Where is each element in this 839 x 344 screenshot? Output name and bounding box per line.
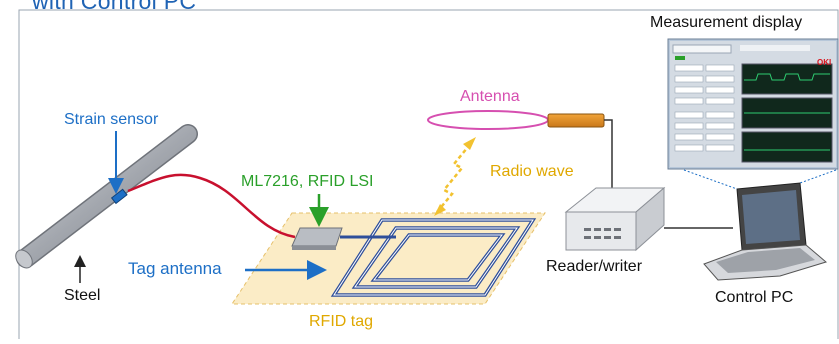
radio-wave bbox=[436, 141, 473, 213]
section-heading: with Control PC bbox=[32, 0, 197, 14]
ml7216-label: ML7216, RFID LSI bbox=[241, 173, 374, 190]
sensor-cable bbox=[127, 173, 296, 239]
antenna-connector bbox=[547, 113, 605, 128]
reader-writer-device bbox=[564, 186, 666, 252]
reader-writer-label: Reader/writer bbox=[546, 258, 643, 275]
control-pc-label: Control PC bbox=[715, 289, 794, 306]
strain-sensor-label: Strain sensor bbox=[64, 111, 159, 128]
zoom-line-left bbox=[683, 169, 738, 190]
tag-antenna-label: Tag antenna bbox=[128, 259, 222, 278]
steel-label: Steel bbox=[64, 287, 101, 304]
loop-antenna bbox=[427, 110, 549, 130]
measurement-display-screen bbox=[667, 38, 839, 170]
panel-frame bbox=[18, 9, 839, 344]
zoom-line-right bbox=[799, 169, 837, 184]
measurement-display-label: Measurement display bbox=[650, 14, 803, 31]
ml7216-chip bbox=[291, 227, 343, 247]
rfid-tag-label: RFID tag bbox=[309, 313, 374, 330]
laptop-icon bbox=[703, 182, 828, 281]
radio-wave-label: Radio wave bbox=[490, 163, 574, 180]
steel-bar bbox=[15, 124, 198, 269]
antenna-cable bbox=[604, 119, 613, 190]
oki-logo: OKI bbox=[817, 58, 832, 67]
antenna-label: Antenna bbox=[460, 88, 520, 105]
